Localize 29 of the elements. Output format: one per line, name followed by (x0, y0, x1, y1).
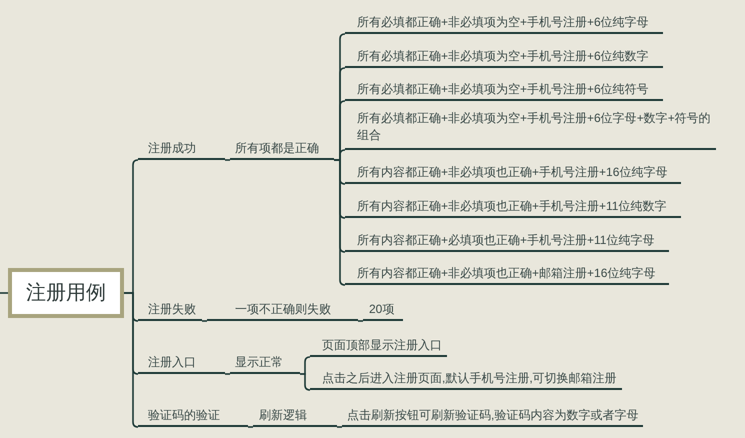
topic: 刷新逻辑 (253, 405, 337, 427)
topic: 所有内容都正确+非必填项也正确+邮箱注册+16位纯字母 (345, 263, 669, 285)
topic: 20项 (363, 299, 403, 321)
topic: 注册成功 (138, 138, 225, 160)
topic: 所有内容都正确+非必填项也正确+手机号注册+11位纯数字 (345, 196, 681, 218)
topic: 点击之后进入注册页面,默认手机号注册,可切换邮箱注册 (310, 368, 622, 390)
branch-line (202, 320, 207, 322)
topic: 所有必填都正确+非必填项为空+手机号注册+6位字母+数字+符号的组合 (345, 106, 716, 150)
branch-line (248, 426, 253, 428)
topic: 显示正常 (230, 352, 300, 374)
topic: 所有必填都正确+非必填项为空+手机号注册+6位纯符号 (345, 79, 663, 101)
topic: 所有内容都正确+必填项也正确+手机号注册+11位纯字母 (345, 230, 669, 252)
topic: 所有必填都正确+非必填项为空+手机号注册+6位纯数字 (345, 46, 663, 68)
topic: 一项不正确则失败 (207, 299, 358, 321)
branch-line (300, 373, 311, 391)
topic: 所有必填都正确+非必填项为空+手机号注册+6位纯字母 (345, 12, 663, 34)
branch-line (358, 320, 363, 322)
topic: 注册入口 (138, 352, 225, 374)
central-topic: 注册用例 (8, 268, 124, 318)
topic: 所有内容都正确+非必填项也正确+手机号注册+16位纯字母 (345, 162, 681, 184)
topic: 注册失败 (138, 299, 202, 321)
topic: 点击刷新按钮可刷新验证码,验证码内容为数字或者字母 (342, 405, 643, 427)
branch-line (225, 373, 230, 375)
topic: 验证码的验证 (138, 405, 248, 427)
topic: 所有项都是正确 (230, 138, 334, 160)
branch-line (337, 426, 342, 428)
branch-line (225, 159, 230, 161)
topic: 页面顶部显示注册入口 (310, 335, 447, 357)
branch-line (0, 292, 8, 294)
